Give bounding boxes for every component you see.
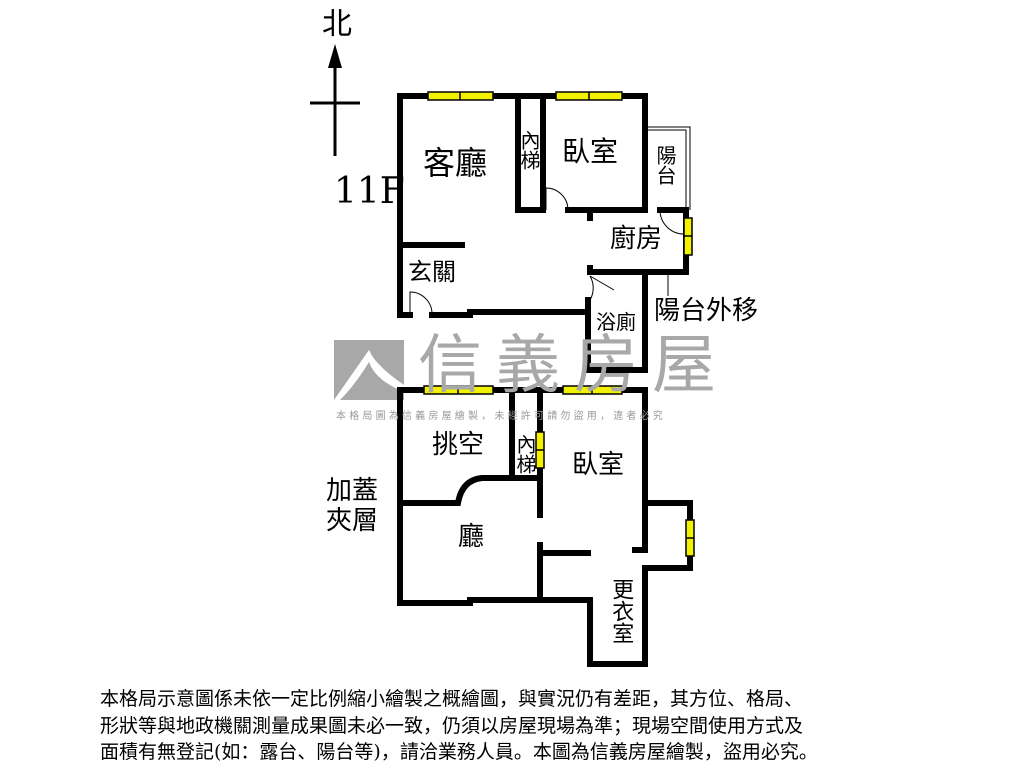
- doors-11f: [409, 187, 685, 316]
- disclaimer-line: 面積有無登記(如：露台、陽台等)，請洽業務人員。本圖為信義房屋繪製，盜用必究。: [100, 741, 818, 763]
- disclaimer-line: 形狀等與地政機關測量成果圖未必一致，仍須以房屋現場為準；現場空間使用方式及: [100, 714, 804, 737]
- watermark-notice: 本格局圖為信義房屋繪製，未經許可請勿盜用，違者必究: [336, 411, 666, 422]
- room-closet: 更衣室: [608, 578, 634, 644]
- floor-label-mezzanine: 加蓋夾層: [326, 476, 379, 536]
- room-kitchen: 廚房: [610, 224, 663, 254]
- room-entrance: 玄關: [408, 258, 456, 286]
- room-living: 客廳: [423, 144, 488, 182]
- floor-label-11f: 11F: [334, 171, 405, 212]
- room-balcony-moved: 陽台外移: [654, 296, 759, 326]
- room-void: 挑空: [432, 430, 485, 460]
- room-bedroom-upper: 臥室: [562, 135, 619, 168]
- compass-arrowhead: [328, 44, 342, 68]
- room-balcony: 陽台: [653, 145, 677, 185]
- north-label: 北: [322, 7, 352, 42]
- disclaimer-line: 本格局示意圖係未依一定比例縮小繪製之概繪圖，與實況仍有差距，其方位、格局、: [100, 688, 804, 710]
- room-stair-lower: 內梯: [513, 434, 537, 474]
- room-bedroom-lower: 臥室: [572, 450, 625, 480]
- room-stair-upper: 內梯: [517, 130, 541, 170]
- room-hall: 廳: [458, 522, 485, 552]
- windows: [423, 91, 695, 557]
- balcony-rail: [645, 126, 691, 296]
- room-bathroom: 浴廁: [596, 310, 636, 334]
- disclaimer: 本格局示意圖係未依一定比例縮小繪製之概繪圖，與實況仍有差距，其方位、格局、 形狀…: [100, 686, 818, 766]
- walls-11f: [397, 93, 689, 373]
- compass-arrow: [310, 60, 360, 156]
- watermark-brand: 信義房屋: [418, 329, 730, 403]
